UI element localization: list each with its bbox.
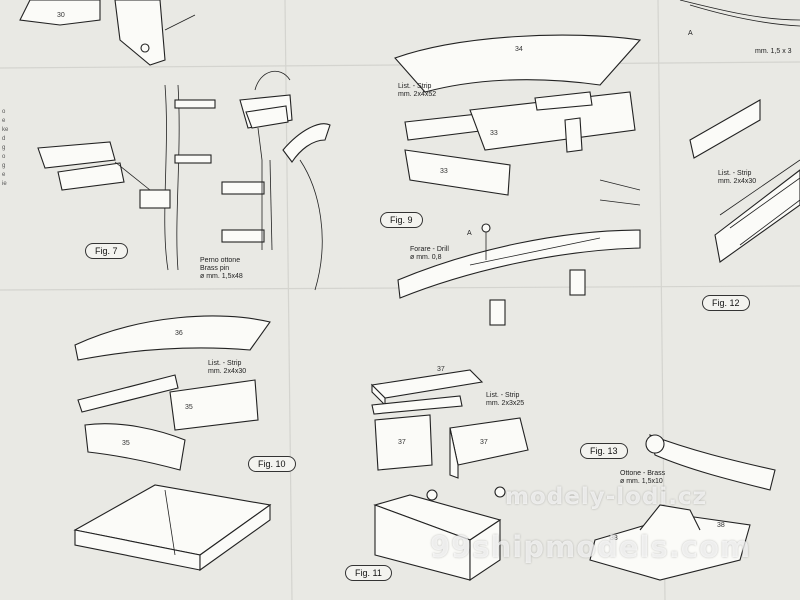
- fig9-drawing: [394, 34, 642, 326]
- fig9-caption: Fig. 9: [380, 212, 423, 228]
- label-line: ø mm. 1,5x48: [200, 273, 243, 280]
- part-number: 35: [122, 440, 130, 447]
- label-line: Forare - Drill: [410, 246, 449, 253]
- fig7-caption: Fig. 7: [85, 243, 128, 259]
- edge-line: g: [2, 145, 6, 151]
- label-line: mm. 2x4x52: [398, 91, 437, 98]
- label-line: Brass pin: [200, 265, 230, 272]
- label-line: mm. 2x4x30: [718, 178, 757, 185]
- part-number: 37: [437, 366, 445, 373]
- label-line: mm. 2x4x30: [208, 368, 247, 375]
- edge-line: e: [2, 118, 6, 124]
- fig7-part-30-drawing: [19, 0, 196, 66]
- edge-line: e: [2, 172, 6, 178]
- part-number: 37: [398, 439, 406, 446]
- strip-label-fig9: List. - Strip mm. 2x4x52: [398, 83, 436, 99]
- label-line: List. - Strip: [718, 170, 752, 177]
- part-number: 34: [515, 46, 523, 53]
- fig11-caption: Fig. 11: [345, 565, 392, 581]
- label-line: List. - Strip: [486, 392, 520, 399]
- label-line: ø mm. 1,5x10: [620, 478, 663, 485]
- fig10-caption: Fig. 10: [248, 456, 296, 472]
- edge-line: ie: [2, 181, 7, 187]
- edge-line: d: [2, 136, 6, 142]
- drill-label: Forare - Drill ø mm. 0,8: [410, 246, 449, 262]
- part-number: 38: [717, 522, 725, 529]
- part-number: 37: [480, 439, 488, 446]
- fig12-caption: Fig. 12: [702, 295, 750, 311]
- brass-pin-label: Perno ottone Brass pin ø mm. 1,5x48: [200, 257, 243, 281]
- part-number: 36: [175, 330, 183, 337]
- part-number: 33: [490, 130, 498, 137]
- dimension-label: mm. 1,5 x 3: [755, 48, 792, 55]
- marker-a: A: [688, 30, 693, 37]
- label-line: List. - Strip: [398, 83, 432, 90]
- fig11-drawing: [370, 369, 529, 582]
- label-line: Ottone - Brass: [620, 470, 666, 477]
- fig13-drawing: [589, 434, 776, 581]
- edge-line: ke: [2, 127, 9, 133]
- edge-line: o: [2, 109, 6, 115]
- edge-line: o: [2, 154, 6, 160]
- fig10-drawing: [73, 315, 272, 572]
- watermark-modely-lodi: modely-lodi.cz: [505, 484, 708, 510]
- left-edge-fragments: o e ke d g o g e ie: [2, 108, 8, 189]
- watermark-99shipmodels: 99shipmodels.com: [430, 530, 752, 564]
- edge-line: g: [2, 163, 6, 169]
- label-line: List. - Strip: [208, 360, 242, 367]
- label-line: Perno ottone: [200, 257, 241, 264]
- strip-label-fig10: List. - Strip mm. 2x4x30: [208, 360, 246, 376]
- strip-label-fig11: List. - Strip mm. 2x3x25: [486, 392, 524, 408]
- part-number: 35: [185, 404, 193, 411]
- fig7-hinge-drawing: [37, 70, 331, 291]
- marker-a: A: [467, 230, 472, 237]
- brass-label-fig13: Ottone - Brass ø mm. 1,5x10: [620, 470, 665, 486]
- fig13-caption: Fig. 13: [580, 443, 628, 459]
- part-number: 33: [440, 168, 448, 175]
- part-number: 30: [57, 12, 65, 19]
- strip-label-fig12: List. - Strip mm. 2x4x30: [718, 170, 756, 186]
- fig12-drawing: [679, 0, 800, 263]
- label-line: mm. 2x3x25: [486, 400, 525, 407]
- part-number: 38: [610, 535, 618, 542]
- label-line: ø mm. 0,8: [410, 254, 442, 261]
